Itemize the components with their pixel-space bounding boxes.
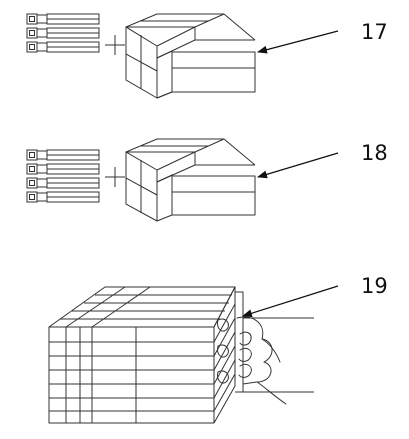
battery-cell-icon [26,191,100,203]
leader-line-18 [257,152,339,179]
battery-module-middle [125,138,256,222]
battery-cell-icon [26,177,100,189]
battery-cell-icon [26,13,100,25]
callout-label-19: 19 [361,274,388,298]
leader-line-17 [257,30,339,54]
leader-line-19 [242,285,339,318]
battery-cell-icon [26,41,100,53]
battery-module-top [125,13,256,99]
battery-pack-bottom [48,286,314,424]
battery-cell-icon [26,27,100,39]
battery-cell-icon [26,163,100,175]
battery-cell-icon [26,149,100,161]
plus-sign [105,35,125,55]
hand-illustration [236,316,287,405]
callout-label-18: 18 [361,141,388,165]
cell-group-middle [26,149,100,203]
plus-sign [105,167,125,187]
callout-label-17: 17 [361,20,388,44]
cell-group-top [26,13,100,53]
